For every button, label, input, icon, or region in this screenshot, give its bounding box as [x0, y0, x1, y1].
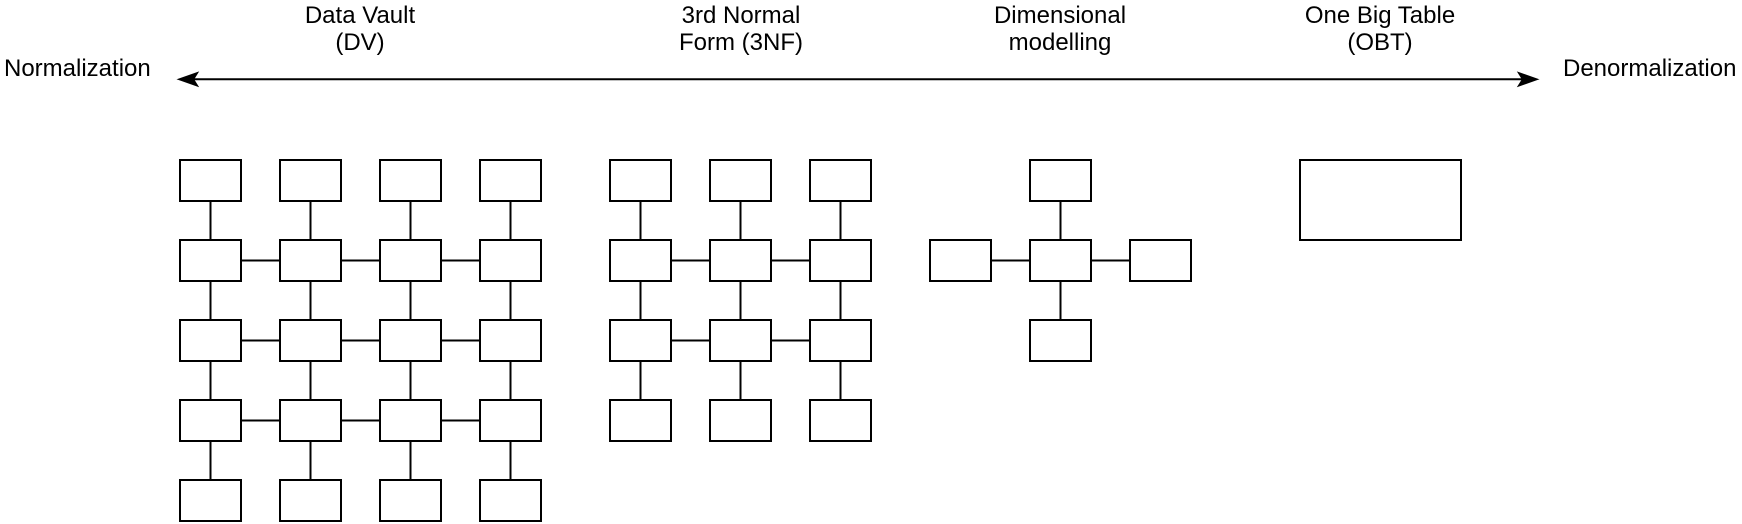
- data-vault-box-r1-c3: [379, 159, 442, 202]
- data-vault-box-r3-c2: [279, 319, 342, 362]
- dimensional-box-center: [1029, 239, 1092, 282]
- data-vault-box-r4-c4: [479, 399, 542, 442]
- dimensional-box-top: [1029, 159, 1092, 202]
- three-nf-box-r3-c3: [809, 319, 872, 362]
- dimensional-box-left: [929, 239, 992, 282]
- label-obt-line2: (OBT): [1347, 29, 1413, 56]
- arrowhead-right-icon: [1516, 71, 1540, 88]
- arrowhead-left-icon: [176, 71, 200, 88]
- three-nf-box-r4-c1: [609, 399, 672, 442]
- label-dimensional: Dimensional modelling: [994, 2, 1126, 56]
- three-nf-box-r1-c1: [609, 159, 672, 202]
- data-vault-box-r5-c1: [179, 479, 242, 522]
- dimensional-box-right: [1129, 239, 1192, 282]
- three-nf-box-r4-c2: [709, 399, 772, 442]
- three-nf-box-r4-c3: [809, 399, 872, 442]
- three-nf-box-r2-c1: [609, 239, 672, 282]
- three-nf-box-r3-c1: [609, 319, 672, 362]
- obt-box: [1299, 159, 1462, 241]
- three-nf-box-r2-c2: [709, 239, 772, 282]
- label-three-nf-line1: 3rd Normal: [681, 2, 801, 29]
- three-nf-box-r1-c3: [809, 159, 872, 202]
- three-nf-box-r3-c2: [709, 319, 772, 362]
- label-data-vault-line1: Data Vault: [304, 2, 416, 29]
- label-data-vault: Data Vault (DV): [305, 2, 415, 56]
- label-three-nf-line2: Form (3NF): [679, 29, 803, 56]
- data-vault-box-r3-c4: [479, 319, 542, 362]
- data-vault-box-r1-c1: [179, 159, 242, 202]
- label-denormalization: Denormalization: [1563, 55, 1737, 82]
- data-vault-box-r4-c3: [379, 399, 442, 442]
- data-vault-box-r1-c4: [479, 159, 542, 202]
- data-vault-box-r3-c3: [379, 319, 442, 362]
- label-obt-line1: One Big Table: [1304, 2, 1456, 29]
- data-vault-box-r5-c4: [479, 479, 542, 522]
- data-vault-box-r4-c2: [279, 399, 342, 442]
- label-three-nf: 3rd Normal Form (3NF): [679, 2, 803, 56]
- data-vault-box-r2-c2: [279, 239, 342, 282]
- data-vault-box-r2-c3: [379, 239, 442, 282]
- data-vault-box-r3-c1: [179, 319, 242, 362]
- label-obt: One Big Table (OBT): [1305, 2, 1455, 56]
- label-dimensional-line2: modelling: [1008, 29, 1112, 56]
- data-vault-box-r2-c4: [479, 239, 542, 282]
- label-data-vault-line2: (DV): [335, 29, 385, 56]
- three-nf-box-r2-c3: [809, 239, 872, 282]
- dimensional-box-bottom: [1029, 319, 1092, 362]
- data-vault-box-r1-c2: [279, 159, 342, 202]
- data-vault-box-r5-c2: [279, 479, 342, 522]
- label-dimensional-line1: Dimensional: [993, 2, 1127, 29]
- data-vault-box-r4-c1: [179, 399, 242, 442]
- three-nf-box-r1-c2: [709, 159, 772, 202]
- data-vault-box-r5-c3: [379, 479, 442, 522]
- data-vault-box-r2-c1: [179, 239, 242, 282]
- label-normalization: Normalization: [4, 55, 151, 82]
